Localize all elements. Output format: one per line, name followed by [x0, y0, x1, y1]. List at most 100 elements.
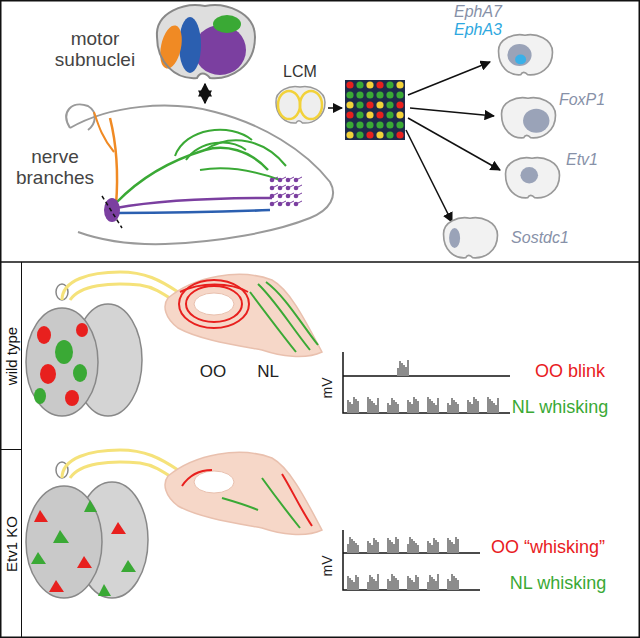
- emg-spike: [395, 537, 397, 553]
- emg-spike: [447, 403, 449, 413]
- whisker-follicle: [286, 202, 291, 207]
- emg-spike: [351, 404, 353, 413]
- array-spot: [396, 91, 403, 98]
- whisker-pad: [270, 177, 302, 206]
- illustration-part: [502, 98, 556, 138]
- emg-spike: [403, 365, 405, 376]
- emg-spike: [431, 401, 433, 413]
- array-spot: [346, 131, 353, 138]
- emg-spike: [413, 582, 415, 590]
- whisker-follicle: [294, 186, 299, 191]
- emg-spike: [437, 574, 439, 590]
- array-spot: [396, 111, 403, 118]
- illustration-part: [180, 285, 248, 293]
- double-arrow: [204, 84, 206, 103]
- illustration-part: [49, 580, 64, 592]
- emg-spike: [353, 582, 355, 590]
- emg-spike: [409, 537, 411, 553]
- emg-bursts: [348, 360, 498, 590]
- illustration-part: [250, 292, 296, 352]
- emg-spike: [489, 399, 491, 413]
- ko-nucleus: [26, 462, 148, 598]
- trace-axes: [343, 352, 510, 590]
- whisker-follicle: [278, 178, 283, 183]
- illustration-part: [262, 478, 300, 528]
- emg-spike: [349, 537, 351, 553]
- illustration-part: [507, 44, 531, 66]
- illustration-part: [266, 282, 318, 345]
- wt-face: [62, 272, 322, 356]
- emg-spike: [447, 579, 449, 590]
- emg-spike: [433, 538, 435, 553]
- panel-label: motor subnuclei: [55, 29, 135, 71]
- gene-name: FoxP1: [559, 91, 605, 109]
- array-spot: [366, 101, 373, 108]
- emg-spike: [437, 398, 439, 413]
- whisker-follicle: [294, 178, 299, 183]
- emg-spike: [435, 540, 437, 553]
- emg-spike: [389, 581, 391, 590]
- illustration-part: [165, 452, 322, 534]
- emg-spike: [373, 579, 375, 590]
- illustration-part: [62, 272, 178, 300]
- array-spot: [386, 111, 393, 118]
- illustration-part: [116, 198, 272, 208]
- emg-spike: [405, 367, 407, 376]
- array-spot: [366, 121, 373, 128]
- emg-spike: [415, 399, 417, 413]
- emg-spike: [429, 575, 431, 590]
- emg-spike: [369, 575, 371, 590]
- axis-unit: mV: [320, 378, 335, 399]
- emg-spike: [475, 399, 477, 413]
- illustration-part: [213, 15, 241, 33]
- illustration-part: [449, 228, 460, 248]
- emg-spike: [397, 539, 399, 553]
- illustration-part: [179, 17, 201, 73]
- array-spot: [396, 121, 403, 128]
- emg-spike: [437, 542, 439, 553]
- emg-spike: [351, 539, 353, 553]
- emg-spike: [377, 398, 379, 413]
- wt-nucleus: [26, 284, 142, 416]
- emg-spike: [477, 401, 479, 413]
- condition-box: wild type: [0, 262, 22, 450]
- array-spot: [376, 131, 383, 138]
- array-spot: [386, 131, 393, 138]
- emg-spike: [415, 543, 417, 553]
- emg-spike: [395, 578, 397, 590]
- emg-spike: [411, 404, 413, 413]
- emg-spike: [407, 400, 409, 413]
- array-spot: [386, 81, 393, 88]
- emg-spike: [447, 538, 449, 553]
- panel-label: nerve branches: [16, 147, 94, 189]
- emg-spike: [473, 397, 475, 413]
- illustration-part: [165, 274, 322, 356]
- illustration-part: [55, 340, 73, 364]
- expression-icon: [506, 158, 560, 198]
- illustration-part: [98, 584, 111, 596]
- emg-spike: [471, 404, 473, 413]
- whisker-follicle: [270, 194, 275, 199]
- illustration-part: [523, 109, 549, 133]
- emg-spike: [407, 544, 409, 553]
- illustration-part: [343, 530, 480, 590]
- emg-spike: [433, 403, 435, 413]
- emg-spike: [449, 405, 451, 413]
- illustration-part: [121, 560, 136, 572]
- emg-spike: [455, 578, 457, 590]
- emg-spike: [451, 398, 453, 413]
- emg-spike: [355, 575, 357, 590]
- illustration-part: [157, 5, 255, 78]
- condition-label: Etv1 KO: [2, 516, 19, 572]
- expression-icon: [499, 35, 553, 75]
- emg-spike: [409, 402, 411, 413]
- array-spot: [356, 101, 363, 108]
- illustration-part: [343, 352, 510, 413]
- illustration-part: [205, 140, 286, 166]
- emg-spike: [397, 368, 399, 376]
- emg-spike: [393, 544, 395, 553]
- trace-label: NL whisking: [512, 398, 608, 418]
- whisker-follicle: [286, 178, 291, 183]
- illustration-part: [73, 364, 87, 382]
